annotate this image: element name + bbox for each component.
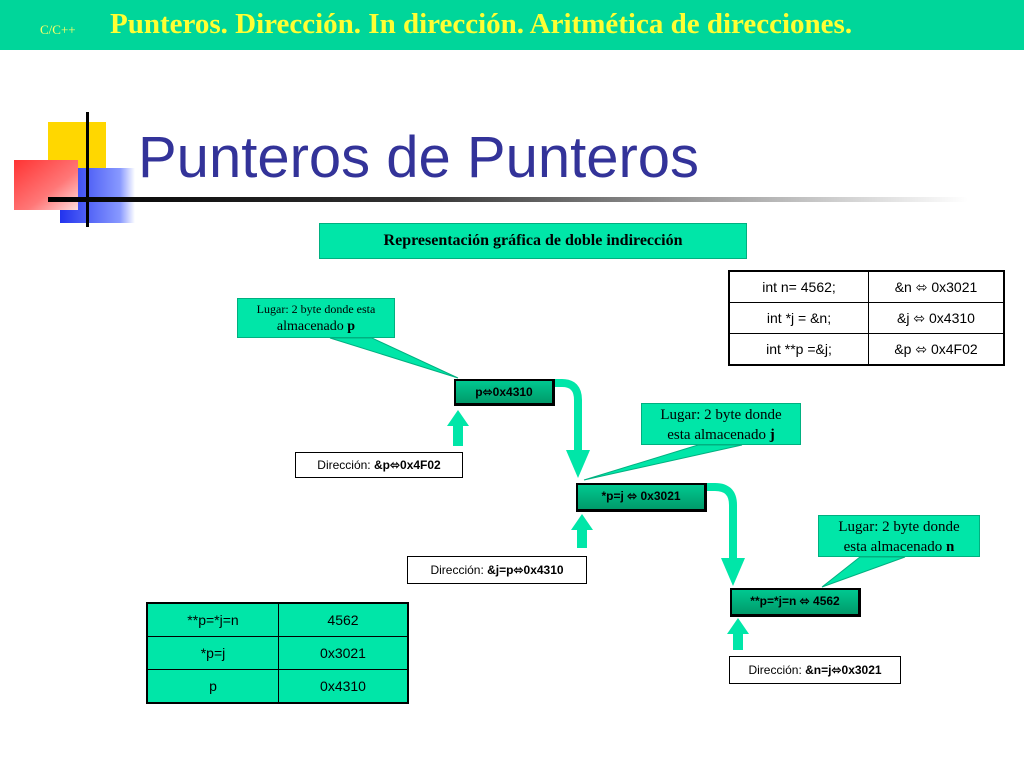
caption-box: Representación gráfica de doble indirecc… <box>319 223 747 259</box>
arrow-p-to-j <box>553 379 582 452</box>
callout-n-var: n <box>946 539 955 555</box>
callout-p-var: p <box>347 319 356 334</box>
callout-p: Lugar: 2 byte donde esta almacenado p <box>237 298 395 338</box>
callout-n-line1: Lugar: 2 byte donde <box>838 519 960 535</box>
up-arrow-j-shaft <box>577 528 587 548</box>
table-cell: 0x4310 <box>278 669 409 704</box>
callout-p-line2: almacenado p <box>276 319 356 334</box>
table-cell: &n ⬄ 0x3021 <box>868 270 1005 303</box>
up-arrow-n-shaft <box>733 632 743 650</box>
up-arrow-j-head <box>571 514 593 530</box>
memory-cell-p: p⬄0x4310 <box>454 379 555 406</box>
callout-n-line2: esta almacenado n <box>843 539 955 555</box>
address-j-value: &j=p⬄0x4310 <box>487 563 564 577</box>
values-table: **p=*j=n 4562 *p=j 0x3021 p 0x4310 <box>146 602 409 704</box>
table-cell: &j ⬄ 0x4310 <box>868 302 1005 334</box>
up-arrow-p-shaft <box>453 424 463 446</box>
title-underline <box>48 197 968 202</box>
callout-j-line2: esta almacenado j <box>667 427 775 443</box>
header-title: Punteros. Dirección. In dirección. Aritm… <box>110 8 853 40</box>
declarations-table: int n= 4562; &n ⬄ 0x3021 int *j = &n; &j… <box>728 270 1005 366</box>
callout-j-var: j <box>769 427 775 443</box>
callout-j: Lugar: 2 byte donde esta almacenado j <box>641 403 801 445</box>
address-box-n: Dirección: &n=j⬄0x3021 <box>729 656 901 684</box>
callout-j-line1: Lugar: 2 byte donde <box>660 407 782 423</box>
table-cell: int **p =&j; <box>728 333 869 366</box>
callout-p-pointer <box>329 337 459 379</box>
table-row: int **p =&j; &p ⬄ 0x4F02 <box>728 333 1005 366</box>
address-p-label: Dirección: <box>317 458 374 472</box>
table-cell: 0x3021 <box>278 636 409 670</box>
address-j-label: Dirección: <box>430 563 488 577</box>
table-row: int *j = &n; &j ⬄ 0x4310 <box>728 302 1005 334</box>
table-cell: **p=*j=n <box>146 602 279 637</box>
arrow-p-to-j-head <box>566 450 590 478</box>
table-row: p 0x4310 <box>146 669 409 704</box>
memory-cell-j: *p=j ⬄ 0x3021 <box>576 483 707 512</box>
address-n-label: Dirección: <box>748 663 806 677</box>
up-arrow-p-head <box>447 410 469 426</box>
callout-n: Lugar: 2 byte donde esta almacenado n <box>818 515 980 557</box>
table-row: **p=*j=n 4562 <box>146 602 409 637</box>
table-cell: int n= 4562; <box>728 270 869 303</box>
memory-cell-n: **p=*j=n ⬄ 4562 <box>730 588 861 617</box>
arrow-j-to-n-head <box>721 558 745 586</box>
callout-n-pointer <box>821 556 906 588</box>
arrow-j-to-n <box>706 483 737 560</box>
table-cell: *p=j <box>146 636 279 670</box>
address-box-j: Dirección: &j=p⬄0x4310 <box>407 556 587 584</box>
up-arrow-n-head <box>727 618 749 634</box>
table-row: *p=j 0x3021 <box>146 636 409 670</box>
caption-text: Representación gráfica de doble indirecc… <box>383 232 683 249</box>
slide-title: Punteros de Punteros <box>138 125 700 190</box>
header-small-label: C/C++ <box>40 22 76 37</box>
callout-j-pointer <box>583 444 743 481</box>
address-n-value: &n=j⬄0x3021 <box>805 663 882 677</box>
callout-p-line1: Lugar: 2 byte donde esta <box>256 302 376 316</box>
address-p-value: &p⬄0x4F02 <box>373 458 441 472</box>
header-bar: C/C++ Punteros. Dirección. In dirección.… <box>0 0 1024 50</box>
table-cell: int *j = &n; <box>728 302 869 334</box>
address-box-p: Dirección: &p⬄0x4F02 <box>295 452 463 478</box>
deco-vertical-line <box>86 112 89 227</box>
table-cell: p <box>146 669 279 704</box>
table-cell: 4562 <box>278 602 409 637</box>
table-row: int n= 4562; &n ⬄ 0x3021 <box>728 270 1005 303</box>
table-cell: &p ⬄ 0x4F02 <box>868 333 1005 366</box>
